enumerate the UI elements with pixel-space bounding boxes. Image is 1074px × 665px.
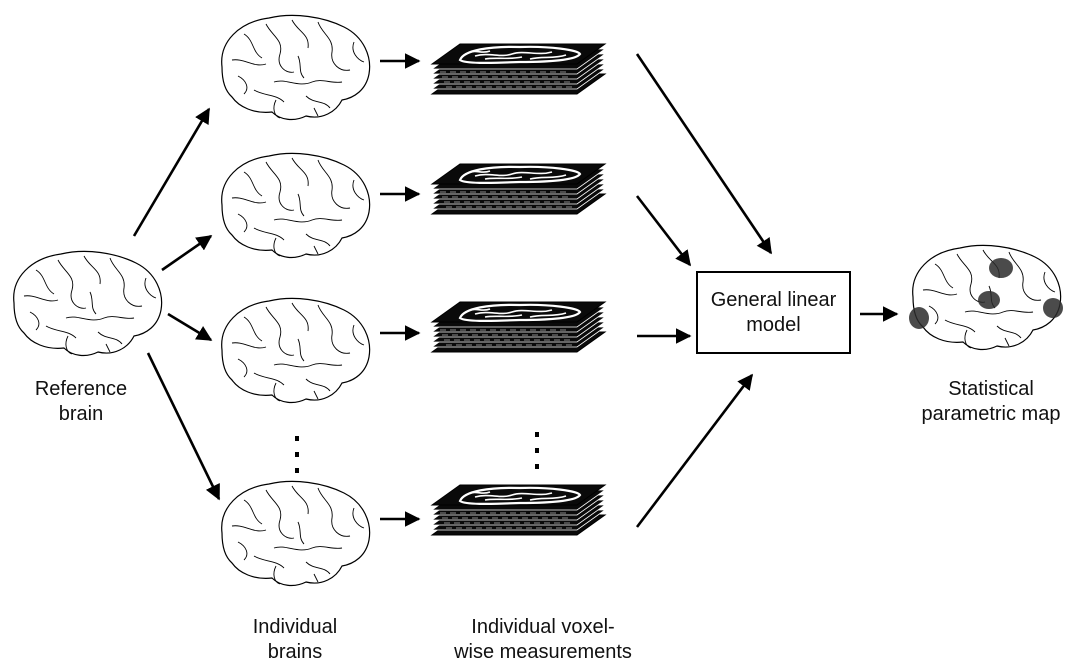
glm-label-line-1: General linear — [710, 288, 837, 311]
individual-brain-2 — [221, 152, 371, 259]
brains-ellipsis — [295, 436, 299, 473]
general-linear-model-box: General linear model — [696, 271, 851, 354]
voxel-stack-4 — [430, 483, 607, 537]
brain-to-stack-arrows — [380, 53, 421, 527]
voxel-stack-2 — [430, 162, 607, 216]
statistical-parametric-map — [909, 244, 1063, 351]
stacks-ellipsis — [535, 432, 539, 469]
voxel-stack-3 — [430, 300, 607, 354]
individual-brain-4 — [221, 480, 371, 587]
reference-brain — [13, 250, 163, 357]
individual-brains-label: Individual brains — [252, 616, 338, 663]
glm-label-line-2: model — [746, 313, 801, 336]
reference-arrows — [132, 107, 221, 501]
individual-brain-3 — [221, 297, 371, 404]
reference-brain-label: Reference brain — [34, 378, 128, 425]
voxel-stack-1 — [430, 42, 607, 96]
voxel-measurements-label: Individual voxel- wise measurements — [454, 616, 632, 663]
stack-to-glm-arrows — [635, 53, 773, 528]
individual-brain-1 — [221, 14, 371, 121]
spm-label: Statistical parametric map — [921, 378, 1061, 425]
